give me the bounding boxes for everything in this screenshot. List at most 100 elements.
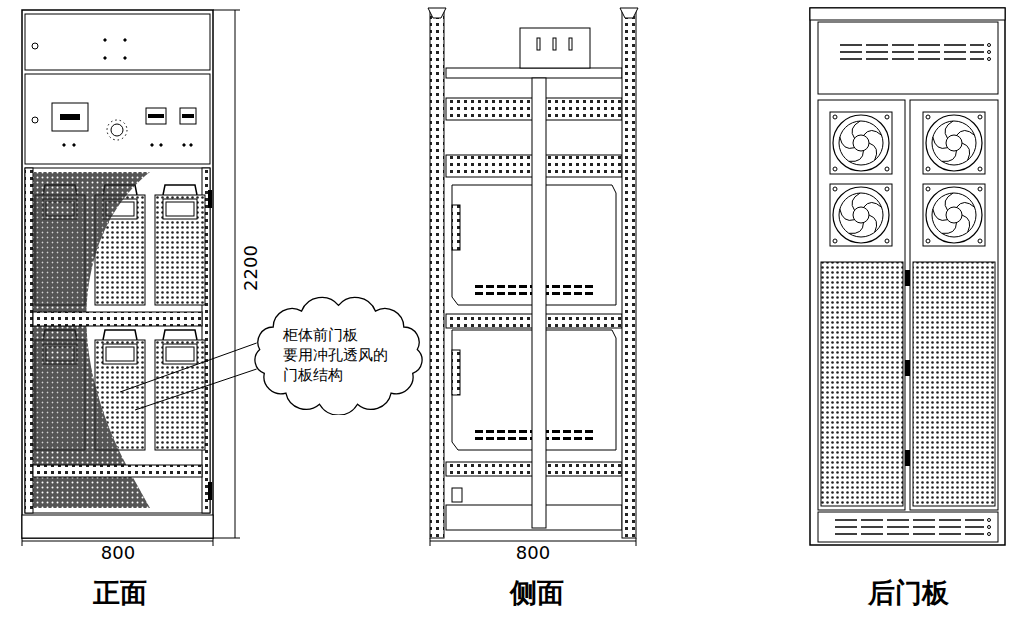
cooling-fan [923,112,985,174]
vent-slot [563,285,571,288]
door-leaf [910,100,998,510]
fan-ring [839,121,883,165]
vent-slot [508,285,516,288]
screw-dot [104,39,106,41]
display [146,108,166,124]
louver-slot [835,519,984,521]
fan-blade [956,202,974,207]
dimension-line [22,541,213,542]
extension-line [22,538,23,546]
vent-slot [486,437,494,440]
indicator-dot [183,144,185,146]
fan-ring [926,115,982,171]
vent-slot [574,430,582,433]
vent-slot [563,437,571,440]
perforated-mesh [913,262,995,506]
knob-ring [107,120,127,140]
hinge [208,482,212,500]
louver-panel [818,22,998,94]
vent-slot [497,437,505,440]
door-latch [905,360,910,376]
fan-hub [853,135,869,151]
cloud-shape [254,297,421,415]
louver-hole [988,533,991,536]
extension-line [636,538,637,546]
louver-hole [988,519,991,522]
post-cap [620,8,638,18]
perforated-mesh [821,262,903,506]
fan-blade [840,137,855,148]
lock-hole [32,117,38,123]
module-screen-inner [106,347,134,361]
vent-slot [475,292,483,295]
vent-slot [475,430,483,433]
fan-blade [945,121,953,138]
fan-screw [885,167,889,171]
middle-post [532,78,546,528]
fan-blade [962,215,970,232]
fan-blade [849,223,864,234]
vent-slot [574,285,582,288]
fan-ring [833,187,889,243]
knob [111,124,123,136]
module-screen-inner [166,347,194,361]
extension-line [213,538,240,539]
module-screen [163,199,197,219]
fan-frame [923,112,985,174]
fan-screw [978,187,982,191]
display-digits [182,114,194,118]
vent-slot [475,285,483,288]
fan-blade [933,209,948,220]
screw-dot [104,57,106,59]
fan-screw [926,187,930,191]
vent-slot [486,430,494,433]
door-latch [905,450,910,466]
module-connector [452,350,460,395]
vent-slot [585,292,593,295]
vent-slot [519,285,527,288]
bracket-slot [553,38,556,50]
indicator-dot [190,144,192,146]
meter [52,103,88,131]
fan-frame [830,112,892,174]
leader-lines [120,343,257,410]
vent-slot [497,285,505,288]
fan-screw [926,239,930,243]
vent-slot [552,430,560,433]
indicator-dot [73,144,75,146]
display [180,108,196,124]
lock-hole [32,43,38,49]
module-handle [103,330,137,340]
rear-door [810,8,1005,545]
fan-hub [946,135,962,151]
corner-post [622,10,636,538]
fan-frame [923,184,985,246]
vent-slot [486,285,494,288]
fan-blade [942,151,957,162]
extension-line [430,538,431,546]
shelf [33,312,202,326]
fan-blade [863,130,881,135]
fan-screw [978,239,982,243]
vent-slot [519,437,527,440]
dimension-label: 2200 [242,245,260,291]
dimension-label: 800 [101,544,135,562]
top-strip [810,8,1005,20]
meter-display [60,114,80,120]
fan-ring [932,193,976,237]
fan-ring [833,115,889,171]
front-view [22,10,240,546]
vent-slot [585,430,593,433]
side-rail [25,168,33,513]
view-caption: 侧面 [510,579,564,606]
fan-blade [840,209,855,220]
vent-slot [585,285,593,288]
dimension-line [430,541,636,542]
fan-blade [863,202,881,207]
module-connector [452,205,460,250]
base-foot [452,488,462,502]
louver-hole [988,58,991,61]
vent-slot [519,430,527,433]
